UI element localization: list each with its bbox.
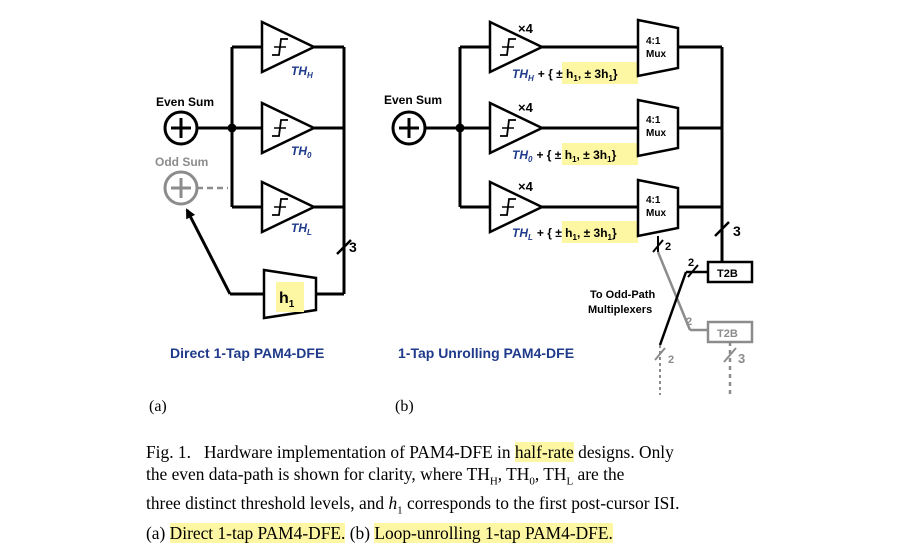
comparator-top-b: [488, 20, 545, 74]
th-label-top-a: THH: [291, 64, 313, 80]
mult-mid-b: ×4: [518, 100, 534, 115]
th-label-bot-a: THL: [291, 221, 312, 237]
comparator-top-a: [260, 20, 317, 74]
panel-b-title: 1-Tap Unrolling PAM4-DFE: [398, 345, 574, 361]
th-offset-bot-b: THL+ { ± h1, ± 3h1}: [512, 226, 617, 242]
caption-highlight-half-rate: half-rate: [514, 442, 574, 462]
mux-bot-b: 4:1 Mux: [636, 178, 680, 238]
th-label-mid-a: TH0: [291, 144, 312, 160]
svg-text:T2B: T2B: [717, 268, 738, 280]
comparator-mid-b: [488, 101, 545, 155]
odd-sum-label-a: Odd Sum: [155, 155, 208, 169]
caption-text: designs. Only: [578, 442, 674, 462]
comparator-bot-b: [488, 180, 545, 234]
mux-mid-b: 4:1 Mux: [636, 98, 680, 158]
mult-top-b: ×4: [518, 21, 534, 36]
panel-b-letter: (b): [395, 398, 414, 415]
bus2-select-b: 2: [665, 241, 671, 253]
svg-text:2: 2: [686, 316, 692, 328]
tap-highlight-a: [276, 282, 304, 312]
svg-text:Mux: Mux: [646, 208, 666, 219]
bus-width-a: 3: [349, 239, 357, 255]
odd-path-label-1: To Odd-Path: [590, 289, 655, 301]
figure-caption: Fig. 1. Hardware implementation of PAM4-…: [146, 442, 680, 543]
svg-text:2: 2: [668, 354, 674, 366]
caption-highlight-direct: Direct 1-tap PAM4-DFE.: [169, 522, 346, 543]
even-sum-label-b: Even Sum: [384, 93, 442, 107]
svg-text:2: 2: [688, 257, 694, 269]
even-sum-label-a: Even Sum: [156, 95, 214, 109]
panel-a: Even Sum Odd Sum 3 THH: [149, 20, 357, 415]
panel-a-letter: (a): [149, 398, 167, 415]
caption-text: three distinct threshold levels, and: [146, 493, 385, 514]
caption-highlight-unrolling: Loop-unrolling 1-tap PAM4-DFE.: [374, 522, 613, 543]
svg-text:3: 3: [738, 351, 745, 366]
svg-text:4:1: 4:1: [646, 115, 661, 126]
th-offset-top-b: THH+ { ± h1, ± 3h1}: [512, 67, 618, 83]
svg-text:Mux: Mux: [646, 128, 666, 139]
panel-b: Even Sum ×4 ×4 ×4: [384, 18, 754, 415]
svg-text:Mux: Mux: [646, 49, 666, 60]
mux-top-b: 4:1 Mux: [636, 18, 680, 78]
caption-text: Hardware implementation of PAM4-DFE in: [203, 442, 511, 462]
mult-bot-b: ×4: [518, 179, 534, 194]
svg-text:4:1: 4:1: [646, 36, 661, 47]
caption-fig-label: Fig. 1.: [146, 442, 191, 462]
panel-a-title: Direct 1-Tap PAM4-DFE: [170, 345, 324, 361]
svg-text:4:1: 4:1: [646, 195, 661, 206]
bus3-top-b: 3: [733, 223, 741, 239]
odd-path-label-2: Multiplexers: [588, 304, 652, 316]
th-offset-mid-b: TH0+ { ± h1, ± 3h1}: [512, 148, 617, 164]
tap-label-a: h1: [279, 290, 295, 310]
comparator-bot-a: [260, 180, 317, 234]
dfe-diagram: Even Sum Odd Sum 3 THH: [149, 18, 754, 415]
comparator-mid-a: [260, 101, 317, 155]
caption-text: the even data-path is shown for clarity,…: [146, 464, 490, 484]
svg-text:T2B: T2B: [717, 328, 738, 340]
